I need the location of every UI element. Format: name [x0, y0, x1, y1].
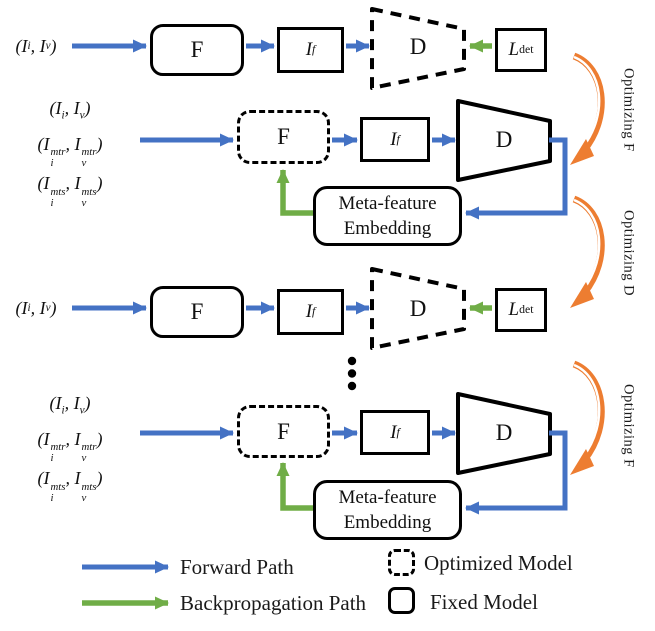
- optimizing-arrow-1: [570, 52, 605, 165]
- extractor-box-row2: F: [237, 110, 330, 164]
- extractor-box-row4: F: [237, 405, 330, 458]
- optimizing-f-label-2: Optimizing F: [620, 384, 637, 468]
- meta-embedding-line2: Embedding: [343, 218, 432, 239]
- meta-embedding-box-row4: Meta-feature Embedding: [313, 480, 462, 540]
- meta-embedding-box-row2: Meta-feature Embedding: [313, 186, 462, 246]
- detector-trapezoid-row1-dashed: [370, 7, 466, 90]
- detector-trapezoid-row4-solid: [456, 392, 552, 475]
- ellipsis-dots: [347, 356, 357, 391]
- optimizing-arrow-2: [570, 195, 605, 308]
- legend-optimized-model-icon: [388, 549, 415, 576]
- meta-embedding-line1: Meta-feature: [338, 486, 437, 508]
- extractor-label-row1: F: [190, 37, 204, 62]
- forward-path-row4-d-meta: [465, 430, 568, 515]
- backprop-path-row2-meta-f: [276, 169, 313, 216]
- extractor-label-row2: F: [277, 124, 290, 149]
- detector-trapezoid-row3-dashed: [370, 267, 466, 350]
- legend-optimized-label: Optimized Model: [424, 551, 573, 575]
- legend-backprop-label: Backpropagation Path: [180, 591, 367, 615]
- detector-trapezoid-row2-solid: [456, 99, 552, 182]
- input-line-1: (Ii, Iv): [49, 98, 91, 122]
- meta-embedding-line2: Embedding: [343, 512, 432, 533]
- optimizing-arrow-3: [570, 360, 605, 475]
- optimizing-f-label-1: Optimizing F: [620, 68, 637, 152]
- forward-path-row2-d-meta: [465, 137, 568, 220]
- extractor-label-row4: F: [277, 418, 290, 444]
- backprop-path-row4-meta-f: [276, 462, 313, 511]
- extractor-box-row1: F: [150, 24, 244, 76]
- extractor-box-row3: F: [150, 286, 244, 338]
- legend-fixed-label: Fixed Model: [430, 590, 538, 614]
- legend-fixed-model-icon: [388, 587, 415, 614]
- input-line-1: (Ii, Iv): [49, 393, 91, 417]
- legend-forward-label: Forward Path: [180, 555, 294, 579]
- extractor-label-row3: F: [190, 299, 204, 324]
- meta-embedding-line1: Meta-feature: [338, 192, 437, 214]
- optimizing-d-label: Optimizing D: [620, 209, 637, 297]
